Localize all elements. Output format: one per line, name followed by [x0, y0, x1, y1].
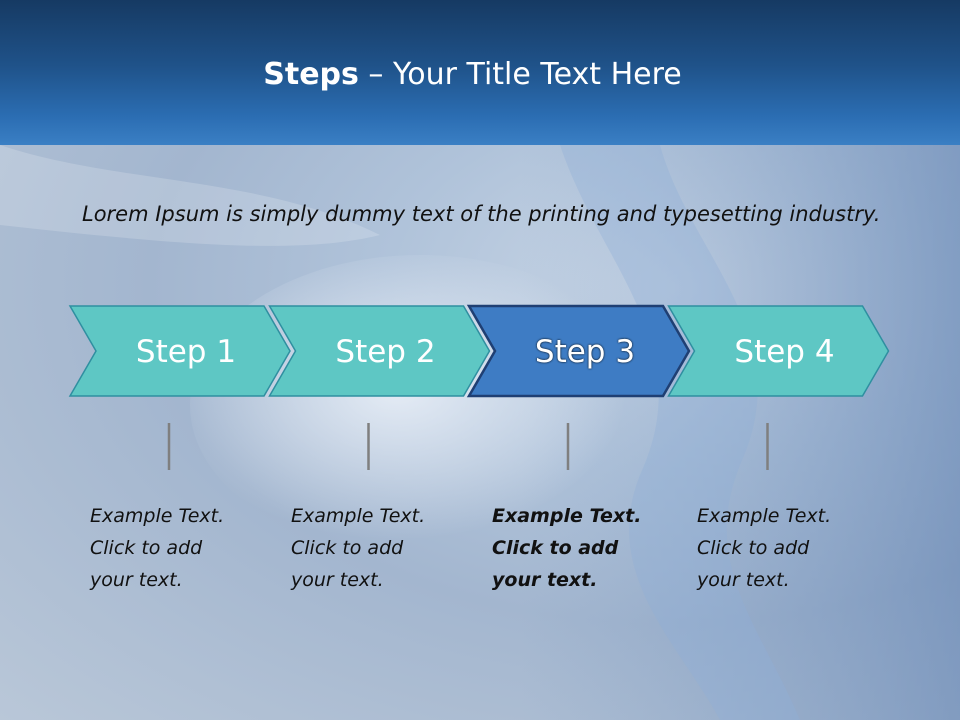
header-bar: Steps – Your Title Text Here — [0, 0, 960, 145]
step-2-description[interactable]: Example Text. Click to add your text. — [291, 500, 481, 596]
step-1-description-line: your text. — [90, 569, 183, 591]
step-4-shape — [667, 305, 890, 397]
step-3-description-line: Example Text. — [492, 505, 642, 527]
step-1-chevron[interactable]: Step 1 — [68, 305, 291, 397]
step-3-chevron[interactable]: Step 3 — [466, 304, 691, 398]
step-1-description-line: Example Text. — [90, 505, 225, 527]
step-4-description-line: your text. — [697, 569, 790, 591]
step-4-description-line: Example Text. — [697, 505, 832, 527]
step-2-description-line: Click to add — [291, 537, 404, 559]
step-1-description-line: Click to add — [90, 537, 203, 559]
step-3-label: Step 3 — [535, 334, 635, 370]
step-4-description-line: Click to add — [697, 537, 810, 559]
step-3-shape — [466, 304, 691, 398]
title-bold: Steps — [263, 57, 359, 92]
step-3-description-line: your text. — [492, 569, 598, 591]
water-background-image — [0, 145, 960, 720]
title-rest: – Your Title Text Here — [358, 57, 682, 92]
step-1-label: Step 1 — [136, 334, 236, 370]
step-2-description-line: Example Text. — [291, 505, 426, 527]
slide-title[interactable]: Steps – Your Title Text Here — [0, 55, 945, 95]
step-4-label: Step 4 — [734, 334, 834, 370]
step-2-chevron[interactable]: Step 2 — [268, 305, 491, 397]
step-1-shape — [68, 305, 291, 397]
step-2-shape — [268, 305, 491, 397]
step-3-description[interactable]: Example Text. Click to add your text. — [492, 500, 682, 596]
intro-text[interactable]: Lorem Ipsum is simply dummy text of the … — [82, 202, 881, 226]
step-3-description-line: Click to add — [492, 537, 619, 559]
step-4-chevron[interactable]: Step 4 — [667, 305, 890, 397]
step-2-description-line: your text. — [291, 569, 384, 591]
step-2-label: Step 2 — [335, 334, 435, 370]
step-4-description[interactable]: Example Text. Click to add your text. — [697, 500, 887, 596]
step-1-description[interactable]: Example Text. Click to add your text. — [90, 500, 280, 596]
